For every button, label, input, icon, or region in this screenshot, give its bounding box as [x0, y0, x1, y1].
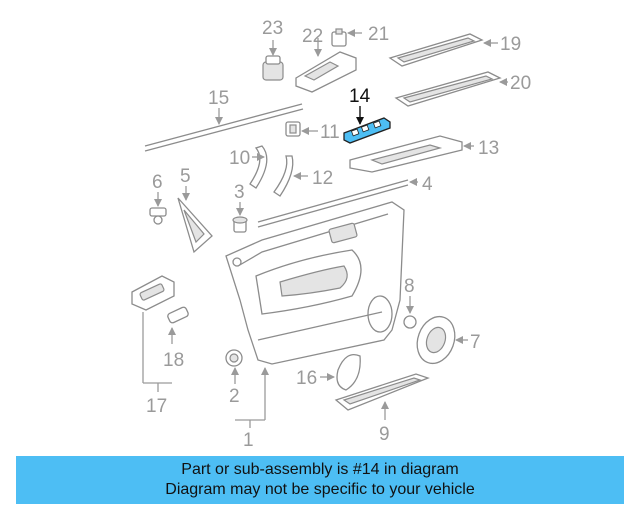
- part-14-switch-bezel[interactable]: [343, 117, 391, 144]
- part-23-knob[interactable]: [262, 55, 284, 81]
- callout-6: 6: [152, 172, 163, 193]
- part-11-bracket[interactable]: [285, 121, 301, 137]
- callout-15: 15: [208, 88, 229, 109]
- part-12-handle-cover[interactable]: [273, 155, 294, 197]
- callout-1: 1: [243, 430, 254, 451]
- callout-4: 4: [422, 174, 433, 195]
- part-3-plug[interactable]: [232, 216, 248, 233]
- banner-line-1: Part or sub-assembly is #14 in diagram: [181, 461, 459, 478]
- callout-2: 2: [229, 386, 240, 407]
- part-21-clip[interactable]: [331, 28, 347, 47]
- part-6-clip[interactable]: [149, 207, 167, 225]
- callout-11: 11: [320, 122, 340, 143]
- part-7-speaker[interactable]: [411, 311, 461, 368]
- callout-13: 13: [478, 138, 499, 159]
- callout-9: 9: [379, 424, 390, 445]
- part-16-speaker-cover[interactable]: [336, 353, 361, 391]
- part-9-pocket-liner[interactable]: [334, 373, 430, 411]
- callout-20: 20: [510, 73, 531, 94]
- callout-8: 8: [404, 276, 415, 297]
- part-4-seal-strip[interactable]: [257, 179, 409, 228]
- callout-17: 17: [146, 396, 167, 417]
- callout-5: 5: [180, 166, 191, 187]
- part-18-cylinder[interactable]: [167, 306, 189, 324]
- part-17-handle-assembly[interactable]: [131, 275, 175, 311]
- callout-23: 23: [262, 18, 283, 39]
- callout-14: 14: [349, 86, 371, 107]
- part-10-curved-handle[interactable]: [249, 145, 268, 189]
- callout-22: 22: [302, 26, 323, 47]
- callout-16: 16: [296, 368, 317, 389]
- callout-12: 12: [312, 168, 333, 189]
- part-19-switch-panel[interactable]: [388, 33, 484, 67]
- part-2-grommet[interactable]: [225, 349, 243, 367]
- parts-diagram: 23 22 21 19 20 15 11: [131, 18, 531, 451]
- callout-10: 10: [229, 148, 250, 169]
- info-banner: Part or sub-assembly is #14 in diagram D…: [16, 456, 624, 504]
- part-8-grommet[interactable]: [403, 315, 417, 329]
- part-13-armrest-trim[interactable]: [349, 135, 463, 173]
- callout-18: 18: [163, 350, 184, 371]
- part-22-switch-housing[interactable]: [295, 51, 357, 93]
- callout-19: 19: [500, 34, 521, 55]
- banner-line-2: Diagram may not be specific to your vehi…: [165, 481, 475, 498]
- part-1-door-panel[interactable]: [225, 201, 405, 365]
- part-5-mirror-trim[interactable]: [177, 197, 213, 254]
- callout-3: 3: [234, 182, 245, 203]
- part-15-trim-strip[interactable]: [144, 103, 304, 152]
- part-20-switch-panel[interactable]: [394, 71, 502, 107]
- callout-21: 21: [368, 24, 389, 45]
- callout-7: 7: [470, 332, 481, 353]
